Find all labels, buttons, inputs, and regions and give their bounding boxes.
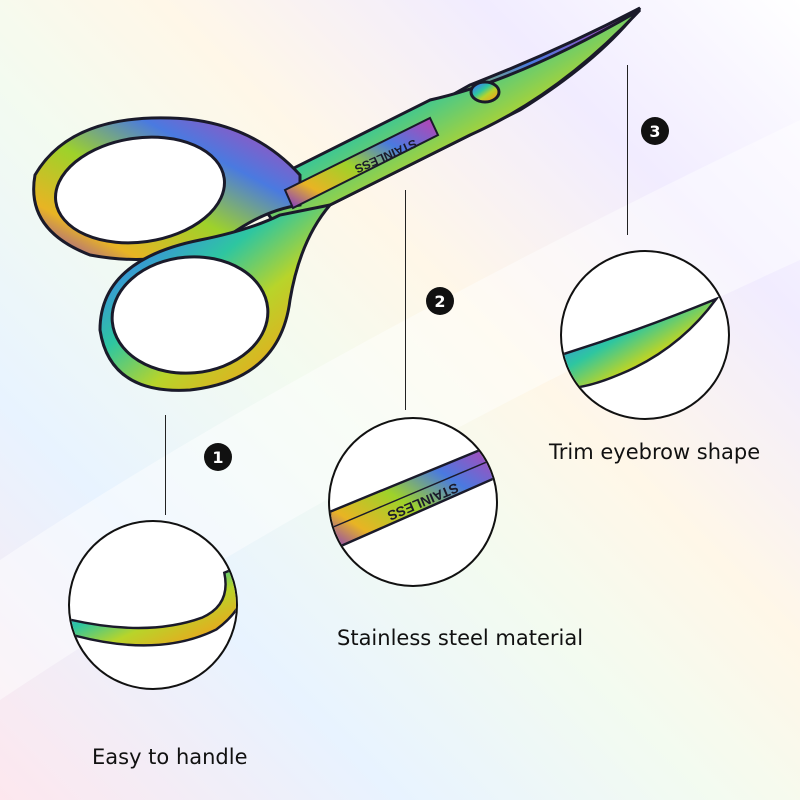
callout-line-1: [165, 415, 166, 515]
zoom-circle-steel: STAINLESS: [328, 417, 498, 587]
feature-number-badge-1: 1: [204, 443, 232, 471]
feature-caption-2: Stainless steel material: [337, 626, 584, 650]
feature-number-badge-2: 2: [426, 287, 454, 315]
callout-line-2: [405, 190, 406, 410]
zoom-circle-handle: [68, 520, 238, 690]
feature-caption-3: Trim eyebrow shape: [549, 440, 761, 464]
feature-caption-1: Easy to handle: [92, 745, 248, 769]
pivot-screw: [469, 80, 501, 104]
feature-number-badge-3: 3: [641, 117, 669, 145]
callout-line-3: [627, 65, 628, 235]
zoom-circle-tip: [560, 250, 730, 420]
